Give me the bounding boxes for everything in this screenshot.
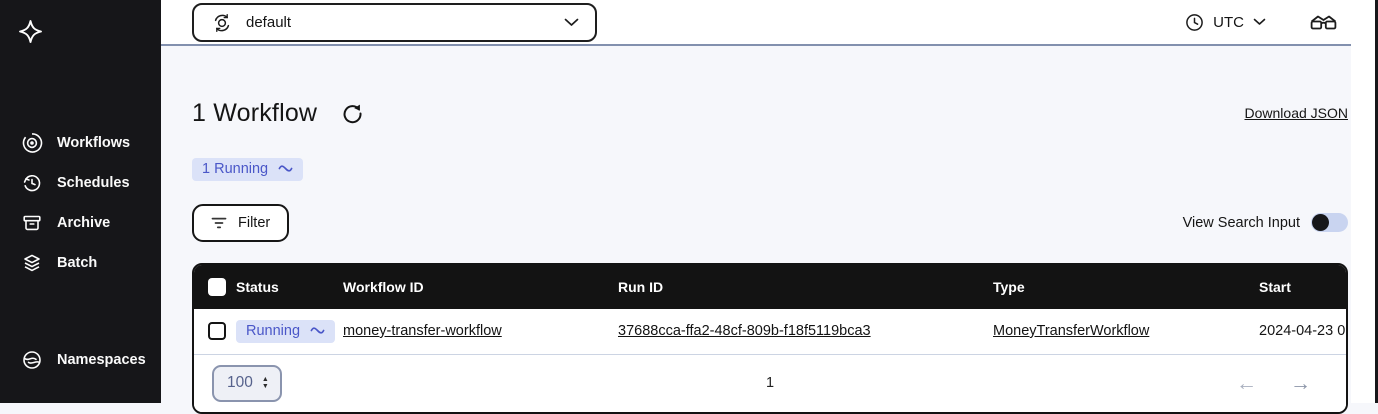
previous-page-arrow-icon[interactable]: ← xyxy=(1236,371,1257,395)
page-size-select[interactable]: 100 ▲▼ xyxy=(212,364,282,402)
scrollbar-track[interactable] xyxy=(1351,0,1378,403)
sidebar-item-label: Archive xyxy=(57,215,111,231)
running-wave-icon xyxy=(310,326,325,335)
status-badge-label: Running xyxy=(246,322,301,339)
table-header-row: Status Workflow ID Run ID Type Start xyxy=(194,264,1346,309)
start-time-value: 2024-04-23 0 xyxy=(1259,323,1346,339)
table-footer: 100 ▲▼ 1 ← → xyxy=(194,353,1346,412)
sidebar-item-archive[interactable]: Archive xyxy=(0,203,161,243)
run-id-link[interactable]: 37688cca-ffa2-48cf-809b-f18f5119bca3 xyxy=(618,323,871,339)
filter-button[interactable]: Filter xyxy=(192,203,290,242)
sidebar-item-schedules[interactable]: Schedules xyxy=(0,163,161,203)
column-header-workflow-id[interactable]: Workflow ID xyxy=(343,278,424,295)
timezone-select[interactable]: UTC xyxy=(1185,13,1266,32)
sidebar-item-namespaces[interactable]: Namespaces xyxy=(0,340,161,380)
sidebar: Workflows Schedules Archive xyxy=(0,0,161,403)
sidebar-item-workflows[interactable]: Workflows xyxy=(0,123,161,163)
namespace-select[interactable]: default xyxy=(192,3,597,42)
schedules-clock-icon xyxy=(21,172,43,194)
table-row[interactable]: Running money-transfer-workflow 37688cca… xyxy=(194,308,1346,354)
sidebar-item-batch[interactable]: Batch xyxy=(0,243,161,283)
chevron-down-icon xyxy=(564,18,579,27)
archive-box-icon xyxy=(21,212,43,234)
refresh-button[interactable] xyxy=(342,103,363,124)
timezone-value: UTC xyxy=(1213,13,1244,31)
batch-layers-icon xyxy=(21,252,43,274)
spinner-arrows-icon: ▲▼ xyxy=(261,375,269,390)
view-search-input-toggle[interactable] xyxy=(1311,213,1348,232)
sidebar-item-label: Batch xyxy=(57,255,98,271)
namespace-select-value: default xyxy=(246,14,292,31)
select-all-checkbox[interactable] xyxy=(208,277,226,296)
filter-button-label: Filter xyxy=(238,214,271,231)
labs-mode-glasses-icon[interactable] xyxy=(1310,14,1337,31)
namespace-switcher-icon xyxy=(210,11,234,35)
temporal-logo-icon[interactable] xyxy=(17,18,44,45)
download-json-link[interactable]: Download JSON xyxy=(1244,105,1349,122)
row-checkbox[interactable] xyxy=(208,322,226,340)
workflow-type-link[interactable]: MoneyTransferWorkflow xyxy=(993,323,1150,339)
running-wave-icon xyxy=(278,164,293,173)
workflows-table: Status Workflow ID Run ID Type Start Run… xyxy=(192,262,1348,414)
sidebar-item-label: Schedules xyxy=(57,175,130,191)
running-count-label: 1 Running xyxy=(202,160,269,177)
workflows-target-icon xyxy=(21,132,43,154)
main-content: 1 Workflow Download JSON 1 Running xyxy=(161,48,1352,414)
view-search-input-label: View Search Input xyxy=(1182,214,1300,231)
page-size-value: 100 xyxy=(227,374,253,391)
running-count-badge[interactable]: 1 Running xyxy=(192,157,304,181)
sidebar-item-label: Namespaces xyxy=(57,352,146,368)
page-indicator: 1 xyxy=(765,375,775,391)
toggle-knob xyxy=(1312,214,1329,231)
filter-lines-icon xyxy=(211,217,227,229)
clock-icon xyxy=(1185,13,1204,32)
chevron-down-icon xyxy=(1253,18,1266,26)
column-header-start[interactable]: Start xyxy=(1259,278,1291,295)
sidebar-item-label: Workflows xyxy=(57,135,131,151)
workflow-id-link[interactable]: money-transfer-workflow xyxy=(343,323,502,339)
status-badge: Running xyxy=(236,319,336,343)
next-page-arrow-icon[interactable]: → xyxy=(1290,371,1311,395)
column-header-status[interactable]: Status xyxy=(236,278,279,295)
namespaces-globe-icon xyxy=(21,349,43,371)
column-header-type[interactable]: Type xyxy=(993,278,1025,295)
page-title: 1 Workflow xyxy=(192,98,318,127)
topbar: default UTC xyxy=(161,0,1351,46)
column-header-run-id[interactable]: Run ID xyxy=(618,278,664,295)
